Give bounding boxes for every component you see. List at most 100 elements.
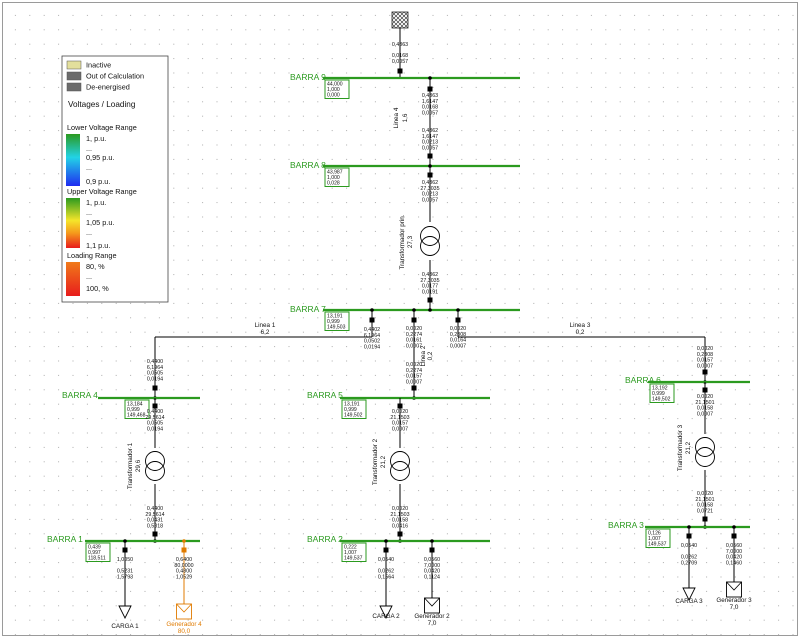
linea-4-top-flow-value: 0,4363: [422, 93, 438, 99]
bus-result-value: 0,997: [88, 550, 101, 556]
trafo-2-bottom-flow-value: 0,0416: [392, 523, 408, 529]
bus-result-value: 0,999: [652, 391, 665, 397]
breaker-trafo-main-bottom[interactable]: [427, 297, 433, 303]
legend-loading-title: Loading Range: [67, 251, 117, 260]
carga-3-load-icon[interactable]: [682, 587, 696, 602]
breaker-linea-3-bottom[interactable]: [702, 369, 708, 375]
bus-name-b5[interactable]: BARRA 5: [307, 390, 343, 400]
bus-result-value: 0,999: [127, 407, 140, 413]
generador-3-label[interactable]: Generador 3: [716, 597, 752, 604]
legend-lower-label: 0,9 p.u.: [86, 177, 110, 186]
trafo-1-bg: [144, 448, 166, 484]
linea-4-label[interactable]: Linea 4: [393, 107, 400, 128]
trafo-3-label[interactable]: Transformador 3: [677, 424, 684, 471]
trafo-1-label[interactable]: Transformador 1: [127, 442, 134, 489]
linea-3-top-flow-value: 0,0020: [450, 326, 466, 332]
carga-2-label[interactable]: CARGA 2: [372, 613, 400, 620]
linea-4-bottom-flow-value: 0,0057: [422, 145, 438, 151]
transformer-main-winding-2[interactable]: [420, 236, 440, 256]
bus-result-box: [341, 542, 367, 562]
bus-result-box: [341, 399, 367, 419]
trafo-3-loading: 21,2: [685, 441, 692, 454]
linea-2-top-flow-value: 0,2274: [406, 332, 422, 338]
linea-1-top-flow-value: 6,1964: [364, 333, 380, 339]
breaker-trafo-1-bottom[interactable]: [152, 531, 158, 537]
linea-1-bottom-flow-value: 0,0505: [147, 371, 163, 377]
linea-2-label[interactable]: Linea 2: [420, 345, 427, 366]
external-grid-icon[interactable]: [391, 11, 409, 29]
legend-upper-label: 1,05 p.u.: [86, 218, 114, 227]
bus-name-b6[interactable]: BARRA 6: [625, 375, 661, 385]
trafo-1-top-flow-value: 0,4400: [147, 409, 163, 415]
carga-3-label[interactable]: CARGA 3: [675, 598, 703, 605]
breaker-linea-4-top[interactable]: [427, 86, 433, 92]
bus-name-b2[interactable]: BARRA 2: [307, 534, 343, 544]
bus-result-value: 0,000: [327, 93, 340, 99]
bus-name-b8[interactable]: BARRA 8: [290, 160, 326, 170]
breaker-linea-4-bottom[interactable]: [427, 153, 433, 159]
legend-upper-label: ...: [86, 208, 92, 217]
bus-name-b9[interactable]: BARRA 9: [290, 72, 326, 82]
bus-name-b3[interactable]: BARRA 3: [608, 520, 644, 530]
transformer-3-winding-1[interactable]: [695, 437, 715, 457]
transformer-2-winding-2[interactable]: [390, 461, 410, 481]
transformer-1-winding-1[interactable]: [145, 451, 165, 471]
linea-4-bottom-flow-value: 0,4362: [422, 128, 438, 134]
carga-2-load-icon[interactable]: [379, 605, 393, 620]
grid-flow-value: 0,4363: [392, 42, 408, 48]
generador-4-label[interactable]: Generador 4: [166, 621, 202, 628]
legend-swatch: [66, 82, 82, 92]
generador-4-setpoint: 80,0: [178, 628, 191, 635]
breaker-grid[interactable]: [397, 68, 403, 74]
bus-name-b4[interactable]: BARRA 4: [62, 390, 98, 400]
generador-3-flow-value: 7,0000: [726, 549, 742, 555]
transformer-3-winding-2[interactable]: [695, 447, 715, 467]
generador-2-generator-symbol: [424, 597, 440, 607]
breaker-trafo-2-top[interactable]: [397, 403, 403, 409]
bus-result-value: 0,028: [327, 181, 340, 187]
linea-3-bottom-flow-value: 0,0157: [697, 358, 713, 364]
generador-3-flow-value: 0,1460: [726, 560, 742, 566]
trafo-main-bottom-flow-value: 0,4362: [422, 272, 438, 278]
breaker-trafo-3-top[interactable]: [702, 387, 708, 393]
carga-1-label[interactable]: CARGA 1: [111, 623, 139, 630]
trafo-1-loading: 29,6: [135, 459, 142, 472]
carga-1-load-icon[interactable]: [118, 605, 132, 620]
linea-3-bottom-flow-value: 0,0020: [697, 346, 713, 352]
linea-2-top-flow-value: 0,0007: [406, 343, 422, 349]
bus-result-box: [124, 399, 150, 419]
bus-result-value: 13,192: [652, 386, 668, 392]
trafo-2-label[interactable]: Transformador 2: [372, 438, 379, 485]
trafo-3-bottom-flow-value: 21,1501: [695, 497, 714, 503]
trafo-1-bottom-flow-value: 29,5614: [145, 512, 164, 518]
generador-3-flow-value: 0,0560: [726, 543, 742, 549]
generador-2-label[interactable]: Generador 2: [414, 613, 450, 620]
trafo-2-loading: 21,2: [380, 455, 387, 468]
linea-4-top-flow-value: 0,0057: [422, 110, 438, 116]
bus-name-b7[interactable]: BARRA 7: [290, 304, 326, 314]
breaker-trafo-3-bottom[interactable]: [702, 516, 708, 522]
trafo-main-label[interactable]: Transformador prin.: [399, 214, 406, 269]
bus-name-b1[interactable]: BARRA 1: [47, 534, 83, 544]
breaker-trafo-2-bottom[interactable]: [397, 531, 403, 537]
bus-result-value: 149,502: [652, 397, 671, 403]
breaker-linea-2-bottom[interactable]: [411, 385, 417, 391]
transformer-1-winding-2[interactable]: [145, 461, 165, 481]
breaker-trafo-main-top[interactable]: [427, 172, 433, 178]
trafo-2-bottom-flow-value: 0,0020: [392, 506, 408, 512]
linea-2-top-flow-value: 0,0020: [406, 326, 422, 332]
bus-result-box: [324, 167, 350, 187]
breaker-trafo-1-top[interactable]: [152, 403, 158, 409]
transformer-2-winding-1[interactable]: [390, 451, 410, 471]
linea-3-label[interactable]: Linea 3: [570, 322, 591, 329]
linea-3-top-flow-value: 0,2308: [450, 332, 466, 338]
linea-1-label[interactable]: Linea 1: [255, 322, 276, 329]
transformer-main-winding-1[interactable]: [420, 226, 440, 246]
trafo-2-bottom-flow-value: 21,1503: [390, 512, 409, 518]
legend-lower-label: 0,95 p.u.: [86, 153, 114, 162]
breaker-linea-1-bottom[interactable]: [152, 385, 158, 391]
trafo-1-top-flow-value: 29,5614: [145, 415, 164, 421]
linea-3-loading: 0,2: [576, 329, 585, 336]
trafo-2-bg: [389, 448, 411, 484]
bus-result-value: 1,000: [327, 87, 340, 93]
